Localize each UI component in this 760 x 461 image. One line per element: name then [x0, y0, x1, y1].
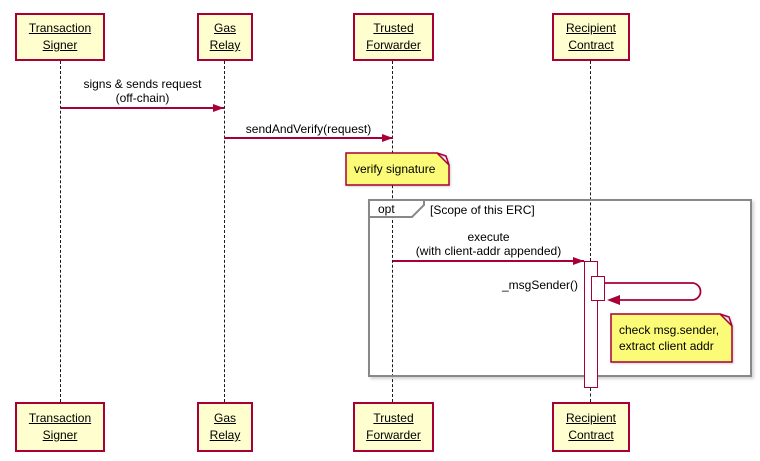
lifeline-recipient-contract [590, 61, 591, 261]
lifeline-recipient-contract-tail [590, 388, 591, 402]
message-line-execute [393, 260, 584, 262]
message-label-signs-sends: signs & sends request (off-chain) [83, 77, 202, 105]
participant-transaction-signer-top: Transaction Signer [15, 13, 105, 61]
note-verify-signature: verify signature [345, 152, 450, 186]
participant-recipient-contract-bottom: Recipient Contract [552, 402, 630, 452]
self-message-arrow [605, 282, 702, 305]
note-shape [610, 313, 733, 363]
participant-recipient-contract-top: Recipient Contract [552, 13, 630, 61]
lifeline-transaction-signer [60, 61, 61, 402]
participant-label: Transaction Signer [28, 21, 92, 52]
note-text: verify signature [354, 162, 436, 176]
opt-fragment: opt [Scope of this ERC] [368, 199, 752, 377]
opt-operator-pentagon [368, 199, 425, 218]
participant-label: Gas Relay [209, 411, 241, 442]
participant-label: Recipient Contract [565, 411, 617, 442]
participant-label: Trusted Forwarder [366, 411, 421, 442]
participant-transaction-signer-bottom: Transaction Signer [15, 402, 105, 452]
participant-label: Gas Relay [209, 21, 241, 52]
message-label-send-and-verify: sendAndVerify(request) [245, 122, 372, 136]
note-text: check msg.sender, extract client addr [619, 323, 720, 353]
note-shape [345, 152, 450, 186]
participant-gas-relay-top: Gas Relay [197, 13, 253, 61]
lifeline-gas-relay [224, 61, 225, 402]
message-label-msgsender: _msgSender() [501, 278, 578, 292]
arrowhead-icon [382, 134, 393, 142]
participant-trusted-forwarder-top: Trusted Forwarder [353, 13, 434, 61]
message-line-signs-sends [61, 107, 224, 109]
lifeline-trusted-forwarder [392, 61, 393, 402]
opt-operator-label: opt [378, 202, 395, 216]
arrowhead-icon [213, 104, 224, 112]
message-label-execute: execute (with client-addr appended) [415, 230, 562, 258]
participant-label: Transaction Signer [28, 411, 92, 442]
note-check-msg-sender: check msg.sender, extract client addr [610, 313, 733, 363]
participant-label: Trusted Forwarder [366, 21, 421, 52]
message-line-send-and-verify [224, 137, 393, 139]
arrowhead-icon [573, 257, 584, 265]
activation-bar-msgsender [591, 276, 605, 301]
participant-gas-relay-bottom: Gas Relay [197, 402, 253, 452]
opt-guard-label: [Scope of this ERC] [430, 203, 535, 217]
participant-trusted-forwarder-bottom: Trusted Forwarder [353, 402, 434, 452]
participant-label: Recipient Contract [565, 21, 617, 52]
